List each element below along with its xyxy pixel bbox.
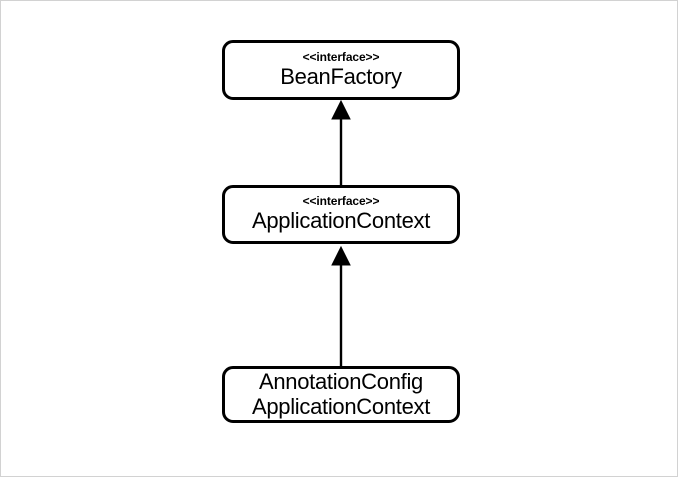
edge-annotationconfigapplicationcontext-to-applicationcontext — [331, 245, 351, 366]
edge-applicationcontext-to-beanfactory — [331, 99, 351, 185]
uml-class-applicationcontext[interactable]: <<interface>> ApplicationContext — [222, 185, 460, 244]
class-name-label: BeanFactory — [280, 63, 402, 89]
stereotype-label: <<interface>> — [302, 194, 380, 209]
stereotype-label: <<interface>> — [302, 49, 380, 64]
uml-class-beanfactory[interactable]: <<interface>> BeanFactory — [222, 40, 460, 100]
class-name-label: ApplicationContext — [251, 208, 431, 234]
class-name-label: AnnotationConfig ApplicationContext — [251, 368, 431, 419]
uml-class-annotationconfigapplicationcontext[interactable]: AnnotationConfig ApplicationContext — [222, 366, 460, 423]
